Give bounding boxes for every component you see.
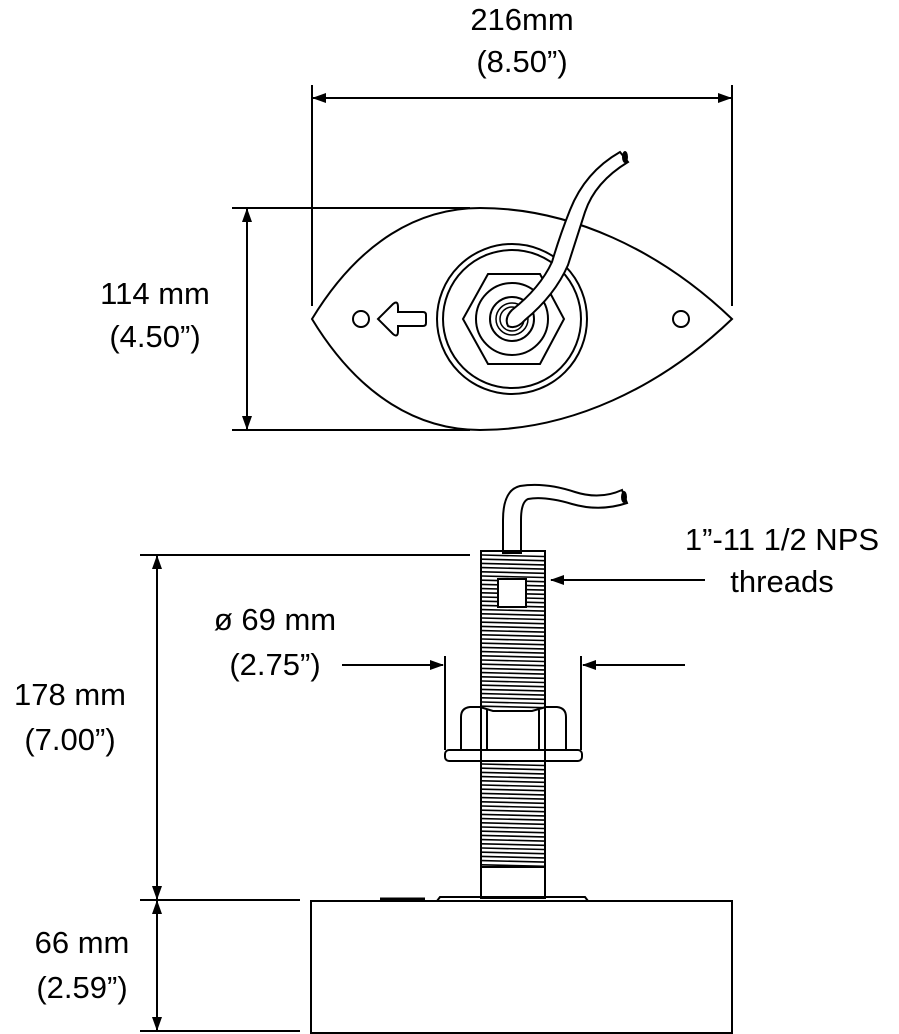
thread-line: [481, 822, 545, 826]
stem-inner: [489, 296, 535, 342]
thread-line: [481, 705, 545, 709]
thread-line: [481, 826, 545, 830]
arrow-left-icon: [376, 301, 427, 337]
base-height-mm: 66 mm: [35, 925, 130, 960]
thread-line: [481, 663, 545, 667]
housing-flange: [436, 896, 589, 902]
thread-line: [481, 659, 545, 663]
thread-line: [481, 684, 545, 688]
thread-line: [481, 676, 545, 680]
width-dim-mm: 216mm: [470, 2, 573, 37]
thread-line: [481, 646, 545, 650]
nut-diameter-inch: (2.75”): [229, 647, 320, 682]
cable-end: [622, 151, 628, 163]
thread-line: [481, 792, 545, 796]
cable-side-view: [502, 483, 629, 554]
thread-line: [481, 851, 545, 855]
height-dim-mm: 114 mm: [100, 276, 210, 311]
thread-line: [481, 796, 545, 800]
cable-top-view: [505, 150, 630, 329]
thread-line: [481, 613, 545, 617]
thread-line: [481, 575, 545, 579]
thread-line: [481, 680, 545, 684]
mounting-hole-left: [352, 310, 370, 328]
thread-line: [481, 847, 545, 851]
hull-nut: [460, 706, 567, 751]
thread-line: [481, 767, 545, 771]
thread-line: [481, 834, 545, 838]
stem-core: [495, 302, 529, 336]
thread-line: [481, 813, 545, 817]
width-dim-inch: (8.50”): [476, 44, 567, 79]
thread-line: [481, 843, 545, 847]
thread-line: [481, 780, 545, 784]
thread-line: [481, 617, 545, 621]
thread-line: [481, 692, 545, 696]
thread-spec: 1”-11 1/2 NPS: [685, 522, 879, 557]
nut-flange: [444, 749, 583, 762]
thread-lines: [481, 554, 545, 868]
thread-line: [481, 642, 545, 646]
thread-line: [481, 554, 545, 558]
thread-line: [481, 558, 545, 562]
mounting-hole-right: [672, 310, 690, 328]
thread-line: [481, 566, 545, 570]
thread-line: [481, 775, 545, 779]
nut-diameter-mm: ø 69 mm: [214, 602, 336, 637]
total-height-mm: 178 mm: [14, 677, 126, 712]
outer-ring: [436, 243, 588, 395]
thread-line: [481, 562, 545, 566]
thread-line: [481, 788, 545, 792]
thread-line: [481, 809, 545, 813]
thread-line: [481, 650, 545, 654]
stem-ring: [475, 282, 549, 356]
transducer-housing-block: [310, 900, 733, 1034]
thread-line: [481, 817, 545, 821]
top-view: 216mm (8.50”) 114 mm (4.50”): [100, 2, 734, 432]
thread-line: [481, 629, 545, 633]
thread-label: threads: [730, 564, 833, 599]
thread-line: [481, 859, 545, 863]
thread-line: [481, 625, 545, 629]
thread-line: [481, 638, 545, 642]
cable-end-side: [621, 491, 627, 503]
thread-line: [481, 830, 545, 834]
thread-line: [481, 655, 545, 659]
thread-line: [481, 701, 545, 705]
hex-nut-top: [461, 273, 566, 365]
thread-line: [481, 671, 545, 675]
thread-line: [481, 688, 545, 692]
thread-line: [481, 621, 545, 625]
stem-neck: [480, 866, 546, 899]
side-view: 178 mm (7.00”) 66 mm (2.59”) ø 69 mm (2.…: [14, 483, 879, 1034]
thread-line: [481, 571, 545, 575]
thread-line: [481, 634, 545, 638]
thread-line: [481, 667, 545, 671]
inner-ring: [442, 249, 582, 389]
thread-line: [481, 838, 545, 842]
base-height-inch: (2.59”): [36, 970, 127, 1005]
thread-line: [481, 805, 545, 809]
thread-line: [481, 608, 545, 612]
thread-line: [481, 855, 545, 859]
thread-line: [481, 763, 545, 767]
thread-line: [481, 697, 545, 701]
thread-line: [481, 784, 545, 788]
thread-line: [481, 801, 545, 805]
height-dim-inch: (4.50”): [109, 319, 200, 354]
total-height-inch: (7.00”): [24, 722, 115, 757]
stem-slot-inner: [505, 580, 519, 606]
transducer-housing-outline: [310, 206, 734, 432]
thread-line: [481, 771, 545, 775]
